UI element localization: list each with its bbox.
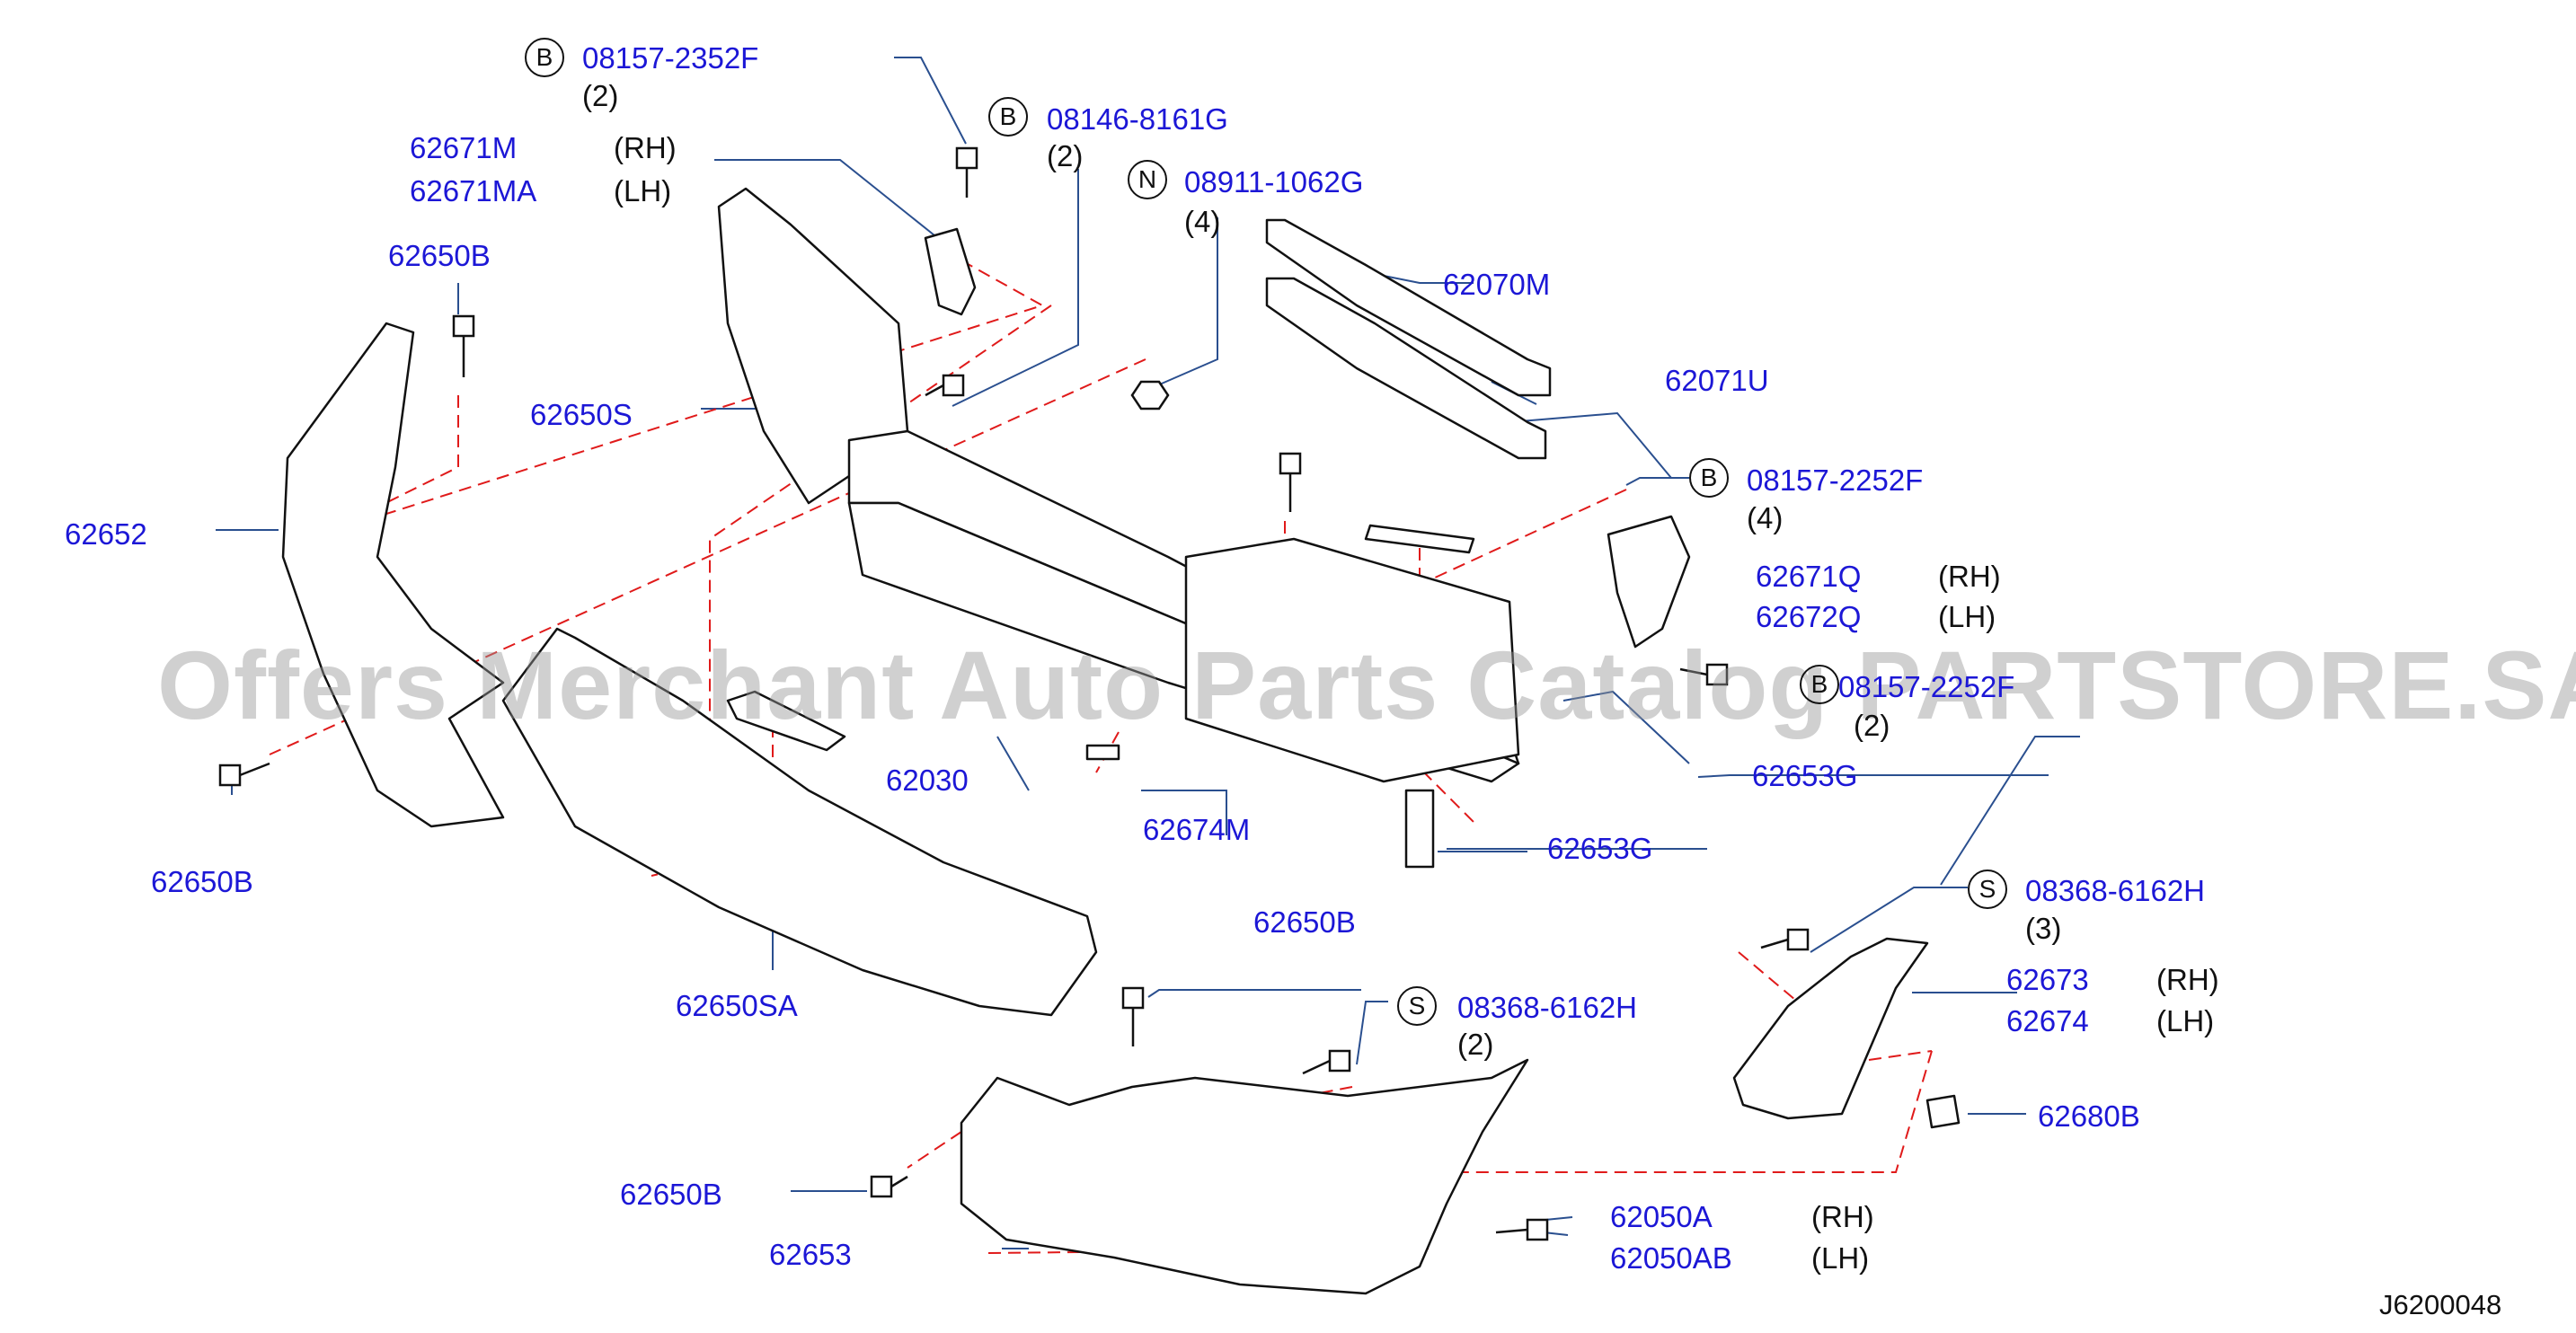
- part-62652-side: [281, 322, 505, 828]
- part-62650B-upper[interactable]: 62650B: [388, 239, 491, 272]
- part-62650B-left[interactable]: 62650B: [151, 865, 253, 898]
- callout-prefix-badge: S: [1968, 870, 2007, 909]
- quantity-label: (4): [1184, 205, 1221, 238]
- part-62030-pad: [726, 690, 846, 752]
- bolt-icon: [1279, 452, 1302, 512]
- part-number-link[interactable]: 08368-6162H: [1457, 991, 1637, 1024]
- bolt-icon: [1302, 1049, 1351, 1075]
- part-62673[interactable]: 62673: [2006, 963, 2089, 996]
- part-number-link[interactable]: 08911-1062G: [1184, 165, 1364, 199]
- bolt-icon: [925, 374, 965, 397]
- quantity-label: (4): [1747, 501, 1784, 534]
- part-62650S[interactable]: 62650S: [530, 398, 633, 431]
- side-rh: (RH): [614, 131, 677, 164]
- bolt-icon: [1679, 663, 1729, 686]
- bolt-icon: [1121, 986, 1145, 1046]
- part-62050A[interactable]: 62050A: [1610, 1200, 1713, 1233]
- callout-prefix-badge: B: [1800, 665, 1839, 704]
- part-62653[interactable]: 62653: [769, 1238, 852, 1271]
- part-62653G-lower[interactable]: 62653G: [1547, 832, 1653, 865]
- callout-prefix-badge: N: [1128, 160, 1167, 199]
- quantity-label: (2): [1854, 709, 1890, 742]
- part-62680B[interactable]: 62680B: [2038, 1099, 2140, 1133]
- bolt-icon: [1760, 928, 1810, 951]
- quantity-label: (2): [1457, 1028, 1494, 1061]
- quantity-label: (3): [2025, 912, 2062, 945]
- part-number-link[interactable]: 08157-2252F: [1747, 463, 1924, 497]
- callout-prefix-badge: B: [525, 38, 564, 77]
- part-number-link[interactable]: 08146-8161G: [1047, 102, 1228, 136]
- part-62650SA[interactable]: 62650SA: [676, 989, 798, 1022]
- bolt-icon: [452, 314, 475, 377]
- watermark: Offers Merchant Auto Parts Catalog PARTS…: [157, 631, 2576, 739]
- part-62674[interactable]: 62674: [2006, 1004, 2089, 1037]
- part-number-link[interactable]: 08368-6162H: [2025, 874, 2205, 907]
- part-62671M-bracket: [924, 227, 977, 316]
- part-62671Q-bracket: [1607, 515, 1691, 649]
- part-center-bracket: [1184, 537, 1520, 783]
- part-62652[interactable]: 62652: [65, 517, 147, 551]
- part-62671MA[interactable]: 62671MA: [410, 174, 537, 207]
- bolt-icon: [870, 1175, 908, 1198]
- bolt-icon: [955, 146, 978, 198]
- side-lh: (LH): [614, 174, 672, 207]
- part-number-link[interactable]: 08157-2352F: [582, 41, 759, 75]
- part-62653-bumper: [960, 1058, 1529, 1295]
- part-62680B-clip: [1925, 1094, 1961, 1129]
- part-62671M[interactable]: 62671M: [410, 131, 518, 164]
- callout-prefix-badge: B: [988, 97, 1028, 137]
- part-62650B-lower[interactable]: 62650B: [620, 1178, 722, 1211]
- side-lh: (LH): [2156, 1004, 2215, 1037]
- part-62050AB[interactable]: 62050AB: [1610, 1241, 1732, 1275]
- part-62653G-strip-lower: [1404, 789, 1435, 869]
- side-lh: (LH): [1938, 600, 1996, 633]
- part-outlines: [281, 187, 1961, 1295]
- part-62070M-bar: [1265, 218, 1552, 397]
- part-number-link[interactable]: 08157-2252F: [1838, 670, 2015, 703]
- callout-prefix-badge: B: [1689, 458, 1729, 498]
- part-62071U-bar: [1265, 277, 1547, 460]
- fasteners: [218, 146, 1810, 1241]
- part-62674M[interactable]: 62674M: [1143, 813, 1251, 846]
- quantity-label: (2): [582, 79, 619, 112]
- part-62650SA-inner: [501, 627, 1098, 1017]
- side-lh: (LH): [1811, 1241, 1870, 1275]
- part-62071U[interactable]: 62071U: [1665, 364, 1769, 397]
- part-62671Q[interactable]: 62671Q: [1756, 560, 1862, 593]
- diagram-reference-code: J6200048: [2379, 1289, 2502, 1320]
- bolt-icon: [1495, 1218, 1549, 1241]
- leader-lines: [216, 57, 2080, 1249]
- side-rh: (RH): [1938, 560, 2001, 593]
- callout-prefix-badge: S: [1397, 986, 1437, 1026]
- nut-icon: [1130, 380, 1170, 410]
- side-rh: (RH): [1811, 1200, 1874, 1233]
- quantity-label: (2): [1047, 139, 1084, 172]
- part-62653G-right[interactable]: 62653G: [1752, 759, 1858, 792]
- part-62674M-plate: [1085, 744, 1120, 761]
- part-62672Q[interactable]: 62672Q: [1756, 600, 1862, 633]
- part-62653G-strip-upper: [1364, 524, 1475, 554]
- part-62030[interactable]: 62030: [886, 764, 969, 797]
- side-rh: (RH): [2156, 963, 2219, 996]
- part-62650B-center[interactable]: 62650B: [1253, 905, 1356, 939]
- part-62673-bracket: [1732, 937, 1929, 1120]
- bolt-icon: [218, 762, 270, 787]
- part-62070M[interactable]: 62070M: [1443, 268, 1551, 301]
